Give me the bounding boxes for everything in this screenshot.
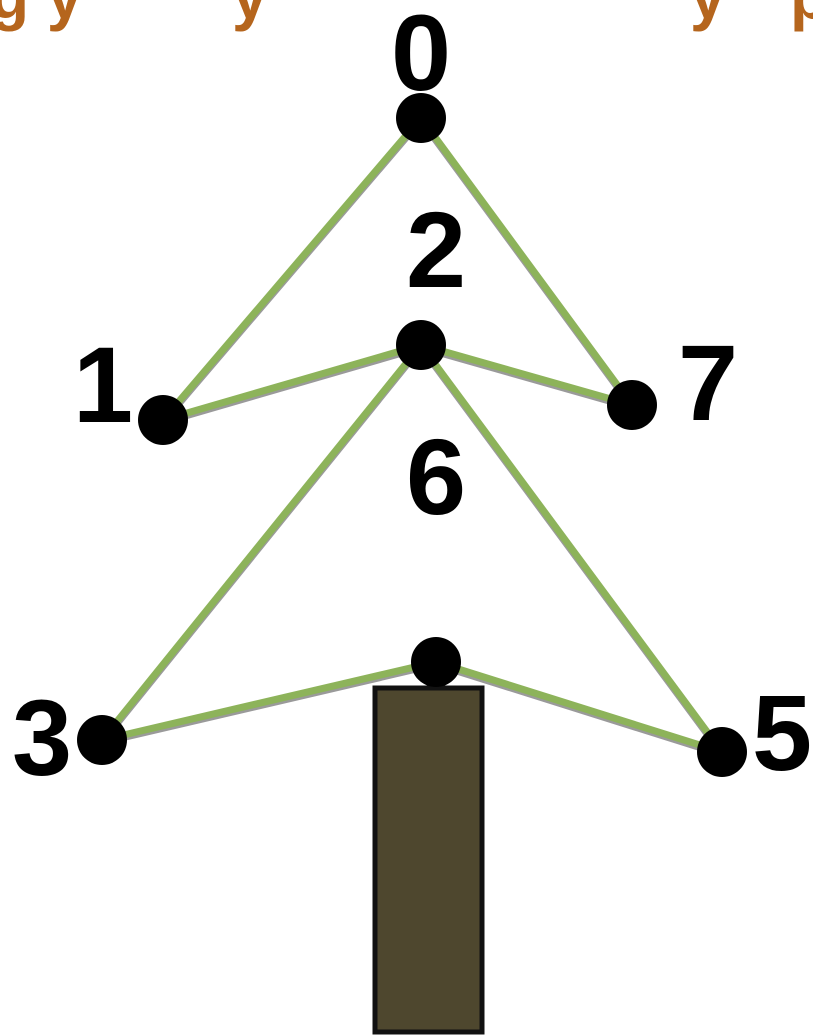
edge-n4-n5: [434, 658, 724, 756]
node-5-label: 5: [752, 672, 812, 793]
node-7-label: 7: [678, 322, 738, 443]
nodes-layer: [77, 93, 747, 777]
edge-n0-n1: [160, 115, 424, 423]
node-0-label: 0: [391, 0, 451, 113]
header-fragment-middle: y: [232, 0, 268, 32]
node-4-dot: [411, 637, 461, 687]
node-0-dot: [396, 93, 446, 143]
edge-n2-n3: [99, 342, 424, 743]
node-labels: 0 2 1 7 6 3 5: [12, 0, 812, 798]
edge-n2-n7: [420, 341, 633, 409]
header-fragment-right: y: [690, 0, 726, 32]
node-2-dot: [396, 320, 446, 370]
edge-n0-n7: [418, 115, 635, 408]
node-5-dot: [697, 727, 747, 777]
header-fragment-left: g y: [0, 0, 83, 32]
node-1-dot: [138, 395, 188, 445]
header-fragment-far-right: p: [790, 0, 813, 32]
node-3-label: 3: [12, 677, 72, 798]
node-1-label: 1: [73, 324, 133, 445]
edge-n2-n5: [418, 342, 725, 755]
node-3-dot: [77, 715, 127, 765]
node-7-dot: [607, 380, 657, 430]
node-2-label: 2: [406, 189, 466, 310]
tree-trunk: [372, 685, 485, 1035]
edge-n1-n2: [162, 341, 422, 424]
edges-layer: [99, 115, 725, 758]
cropped-header-text: g y y y p: [0, 0, 813, 32]
edge-n3-n4: [101, 658, 437, 744]
node-6-label: 6: [406, 416, 466, 537]
